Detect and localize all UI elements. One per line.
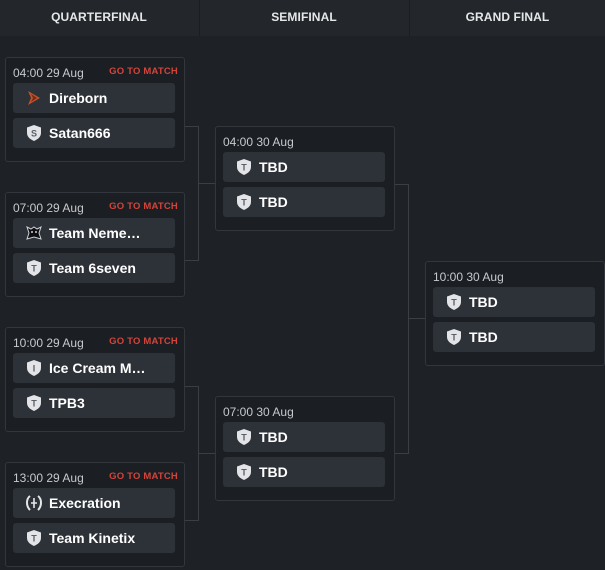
t-shield-icon: T xyxy=(237,194,251,210)
t-shield-icon: T xyxy=(27,530,41,546)
svg-text:T: T xyxy=(241,198,247,208)
t-shield-icon: T xyxy=(237,429,251,445)
match-header: 13:00 29 Aug GO TO MATCH xyxy=(6,463,184,489)
team-row[interactable]: T TBD xyxy=(433,287,595,317)
go-to-match-link[interactable]: GO TO MATCH xyxy=(109,336,178,347)
team-name: Ice Cream M… xyxy=(49,360,146,376)
t-shield-icon: T xyxy=(447,329,461,345)
bracket-header: QUARTERFINAL SEMIFINAL GRAND FINAL xyxy=(0,0,605,36)
team-name: Satan666 xyxy=(49,125,111,141)
match-header: 10:00 29 Aug GO TO MATCH xyxy=(6,328,184,354)
match-header: 04:00 30 Aug xyxy=(216,127,394,153)
team-name: Direborn xyxy=(49,90,108,106)
team-name: TPB3 xyxy=(49,395,85,411)
match-header: 10:00 30 Aug xyxy=(426,262,604,288)
match-datetime: 10:00 29 Aug xyxy=(13,336,84,350)
bracket-connector xyxy=(184,126,199,127)
team-row[interactable]: T TBD xyxy=(223,457,385,487)
go-to-match-link[interactable]: GO TO MATCH xyxy=(109,471,178,482)
match-header: 04:00 29 Aug GO TO MATCH xyxy=(6,58,184,84)
team-name: TBD xyxy=(259,464,288,480)
team-name: TBD xyxy=(259,194,288,210)
semifinal-match-1: 04:00 30 Aug T TBD T TBD xyxy=(215,126,395,231)
s-shield-icon: S xyxy=(27,125,41,141)
svg-text:T: T xyxy=(241,433,247,443)
svg-text:T: T xyxy=(31,399,37,409)
team-row[interactable]: I Ice Cream M… xyxy=(13,353,175,383)
team-row[interactable]: T TPB3 xyxy=(13,388,175,418)
svg-text:T: T xyxy=(451,298,457,308)
svg-text:S: S xyxy=(31,129,37,139)
team-row[interactable]: S Satan666 xyxy=(13,118,175,148)
team-row[interactable]: Team Neme… xyxy=(13,218,175,248)
match-datetime: 13:00 29 Aug xyxy=(13,471,84,485)
quarterfinal-match-4: 13:00 29 Aug GO TO MATCH Execration T Te… xyxy=(5,462,185,567)
quarterfinal-match-1: 04:00 29 Aug GO TO MATCH Direborn S Sata… xyxy=(5,57,185,162)
svg-text:I: I xyxy=(33,364,36,374)
bracket-connector xyxy=(394,184,409,185)
team-name: Execration xyxy=(49,495,121,511)
bracket-connector xyxy=(198,183,215,184)
team-name: TBD xyxy=(259,429,288,445)
t-shield-icon: T xyxy=(237,464,251,480)
svg-text:T: T xyxy=(31,534,37,544)
svg-text:T: T xyxy=(451,333,457,343)
t-shield-icon: T xyxy=(27,395,41,411)
team-row[interactable]: T Team Kinetix xyxy=(13,523,175,553)
match-header: 07:00 29 Aug GO TO MATCH xyxy=(6,193,184,219)
match-datetime: 07:00 29 Aug xyxy=(13,201,84,215)
match-datetime: 04:00 29 Aug xyxy=(13,66,84,80)
team-row[interactable]: T TBD xyxy=(223,187,385,217)
nemesis-logo-icon xyxy=(26,226,42,240)
bracket-connector xyxy=(184,520,199,521)
team-row[interactable]: T TBD xyxy=(223,422,385,452)
team-row[interactable]: T Team 6seven xyxy=(13,253,175,283)
bracket-connector xyxy=(198,453,215,454)
quarterfinal-match-3: 10:00 29 Aug GO TO MATCH I Ice Cream M… … xyxy=(5,327,185,432)
execration-logo-icon xyxy=(26,495,42,511)
match-header: 07:00 30 Aug xyxy=(216,397,394,423)
team-name: TBD xyxy=(469,329,498,345)
match-datetime: 04:00 30 Aug xyxy=(223,135,294,149)
semifinal-match-2: 07:00 30 Aug T TBD T TBD xyxy=(215,396,395,501)
grand-final-match: 10:00 30 Aug T TBD T TBD xyxy=(425,261,605,366)
match-datetime: 07:00 30 Aug xyxy=(223,405,294,419)
svg-text:T: T xyxy=(241,163,247,173)
bracket-connector xyxy=(408,318,425,319)
team-row[interactable]: T TBD xyxy=(433,322,595,352)
quarterfinal-match-2: 07:00 29 Aug GO TO MATCH Team Neme… T Te… xyxy=(5,192,185,297)
bracket-connector xyxy=(184,260,199,261)
svg-text:T: T xyxy=(31,264,37,274)
team-name: Team Kinetix xyxy=(49,530,136,546)
go-to-match-link[interactable]: GO TO MATCH xyxy=(109,201,178,212)
direborn-logo-icon xyxy=(28,91,40,105)
team-name: TBD xyxy=(469,294,498,310)
i-shield-icon: I xyxy=(27,360,41,376)
bracket-connector xyxy=(408,184,409,454)
team-row[interactable]: T TBD xyxy=(223,152,385,182)
t-shield-icon: T xyxy=(237,159,251,175)
team-row[interactable]: Execration xyxy=(13,488,175,518)
match-datetime: 10:00 30 Aug xyxy=(433,270,504,284)
go-to-match-link[interactable]: GO TO MATCH xyxy=(109,66,178,77)
team-row[interactable]: Direborn xyxy=(13,83,175,113)
t-shield-icon: T xyxy=(27,260,41,276)
svg-text:T: T xyxy=(241,468,247,478)
bracket-connector xyxy=(198,126,199,261)
bracket-connector xyxy=(394,453,409,454)
bracket-connector xyxy=(184,386,199,387)
column-header-quarterfinal: QUARTERFINAL xyxy=(51,10,147,24)
team-name: Team Neme… xyxy=(49,225,141,241)
team-name: TBD xyxy=(259,159,288,175)
t-shield-icon: T xyxy=(447,294,461,310)
column-header-grand-final: GRAND FINAL xyxy=(409,0,605,36)
column-header-semifinal: SEMIFINAL xyxy=(199,0,408,36)
team-name: Team 6seven xyxy=(49,260,136,276)
